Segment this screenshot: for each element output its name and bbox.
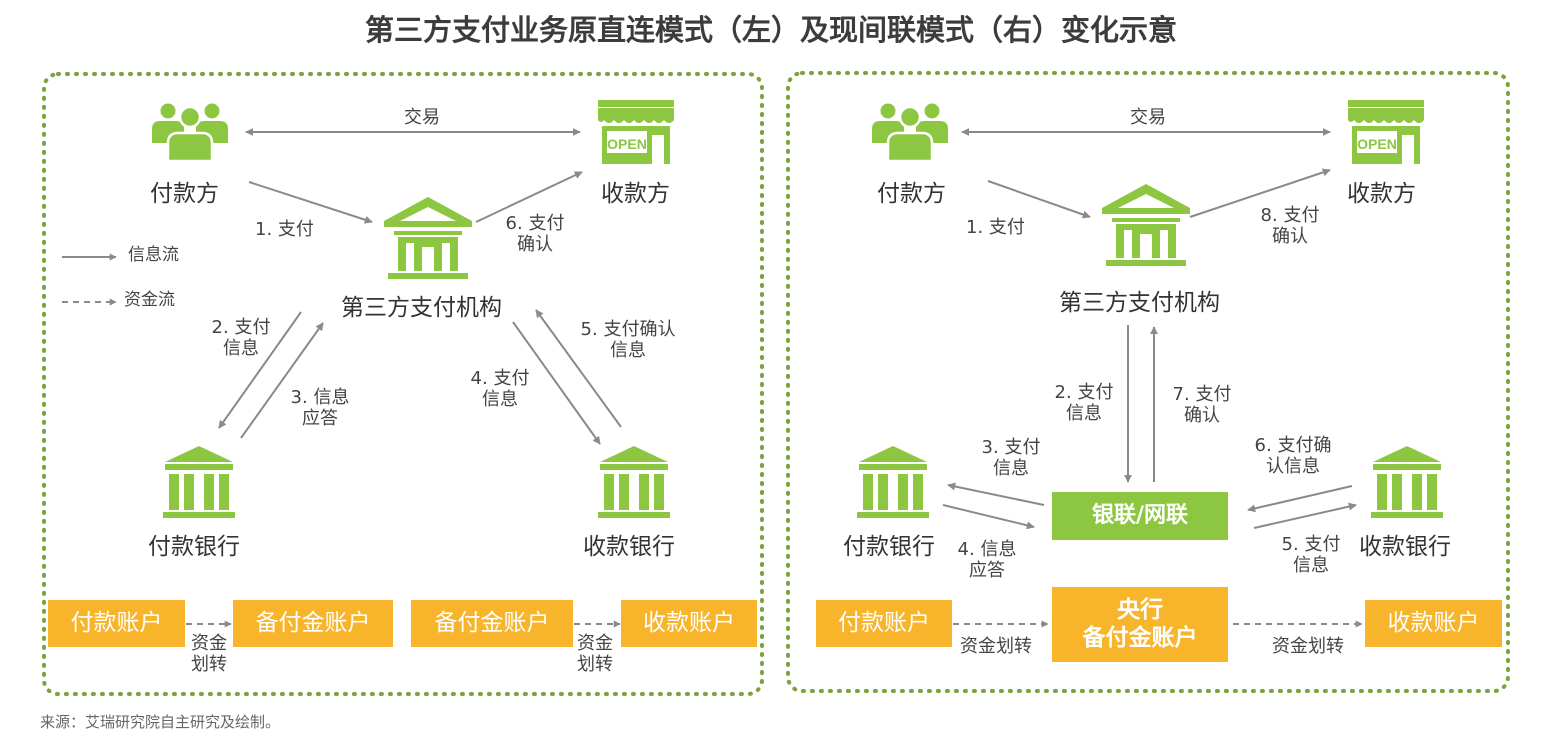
- right-arrow-from-payee-bank: [1247, 485, 1353, 513]
- right-shop-open-sign: OPEN: [1357, 136, 1397, 152]
- left-payee-bank-label: 收款银行: [583, 534, 675, 560]
- left-reserve-account-box-2: 备付金账户: [411, 600, 573, 647]
- right-payer-account-box: 付款账户: [816, 600, 952, 647]
- left-arrow-pay: [248, 181, 373, 224]
- right-step6-label: 6. 支付确认信息: [1254, 435, 1332, 477]
- left-step6-label: 6. 支付确认: [505, 213, 565, 255]
- right-arrow-to-payee-bank: [1253, 502, 1357, 529]
- left-payer-bank-icon: [163, 446, 235, 518]
- right-step4-label: 4. 信息应答: [957, 539, 1017, 581]
- left-arrow-pay-info-payee: [512, 321, 601, 445]
- right-arrow-to-payer-bank: [947, 482, 1045, 506]
- source-note: 来源：艾瑞研究院自主研究及绘制。: [40, 713, 281, 731]
- left-merchant-label: 收款方: [601, 181, 670, 207]
- right-arrow-confirm: [1189, 168, 1331, 218]
- left-transfer-label-2: 资金划转: [577, 633, 613, 675]
- right-merchant-shop-icon: [1348, 100, 1424, 164]
- left-step2-label: 2. 支付信息: [211, 317, 271, 359]
- left-trade-label: 交易: [404, 107, 440, 128]
- diagram-title: 第三方支付业务原直连模式（左）及现间联模式（右）变化示意: [364, 13, 1177, 47]
- right-payer-bank-label: 付款银行: [843, 534, 935, 560]
- left-transfer-label-1: 资金划转: [191, 633, 227, 675]
- right-payee-bank-label: 收款银行: [1359, 534, 1451, 560]
- legend-info-flow-label: 信息流: [128, 245, 179, 265]
- right-payee-bank-icon: [1371, 446, 1443, 518]
- right-arrow-from-payer-bank: [942, 504, 1035, 530]
- right-unionpay-box: 银联/网联: [1052, 492, 1228, 540]
- right-step7-label: 7. 支付确认: [1172, 384, 1232, 426]
- left-payer-bank-label: 付款银行: [148, 534, 240, 560]
- left-step4-label: 4. 支付信息: [470, 368, 530, 410]
- left-arrow-pay-info: [218, 311, 302, 429]
- right-step1-label: 1. 支付: [966, 217, 1025, 238]
- right-trade-label: 交易: [1130, 107, 1166, 128]
- left-third-party-label: 第三方支付机构: [341, 295, 502, 321]
- left-third-party-institution-icon: [384, 197, 472, 279]
- right-step3-label: 3. 支付信息: [981, 437, 1041, 479]
- left-step1-label: 1. 支付: [255, 219, 314, 240]
- left-payer-people-icon: [150, 102, 230, 163]
- right-payee-account-box: 收款账户: [1365, 600, 1502, 647]
- right-transfer-label-2: 资金划转: [1272, 636, 1344, 657]
- right-payer-label: 付款方: [877, 181, 946, 207]
- right-step2-label: 2. 支付信息: [1054, 382, 1114, 424]
- right-central-reserve-box: 央行备付金账户: [1052, 587, 1228, 662]
- left-reserve-account-box-1: 备付金账户: [233, 600, 393, 647]
- left-panel-border: [42, 72, 764, 696]
- right-third-party-label: 第三方支付机构: [1059, 290, 1220, 316]
- right-arrow-pay: [987, 180, 1091, 219]
- right-payer-people-icon: [870, 102, 950, 163]
- right-merchant-label: 收款方: [1347, 181, 1416, 207]
- right-step8-label: 8. 支付确认: [1260, 205, 1320, 247]
- right-transfer-label-1: 资金划转: [960, 636, 1032, 657]
- left-arrow-info-reply: [240, 322, 324, 439]
- left-payee-account-box: 收款账户: [621, 600, 757, 647]
- left-arrow-confirm-info: [535, 309, 622, 428]
- left-shop-open-sign: OPEN: [607, 136, 647, 152]
- left-arrow-confirm: [475, 171, 583, 223]
- left-payer-label: 付款方: [150, 181, 219, 207]
- right-payer-bank-icon: [857, 446, 929, 518]
- right-third-party-institution-icon: [1102, 184, 1190, 266]
- right-step5-label: 5. 支付信息: [1281, 534, 1341, 576]
- right-panel-border: [786, 71, 1510, 693]
- left-payer-account-box: 付款账户: [48, 600, 185, 647]
- left-step3-label: 3. 信息应答: [290, 387, 350, 429]
- left-step5-label: 5. 支付确认信息: [580, 319, 676, 361]
- legend-fund-flow-label: 资金流: [124, 290, 175, 310]
- left-merchant-shop-icon: [598, 100, 674, 164]
- left-payee-bank-icon: [598, 446, 670, 518]
